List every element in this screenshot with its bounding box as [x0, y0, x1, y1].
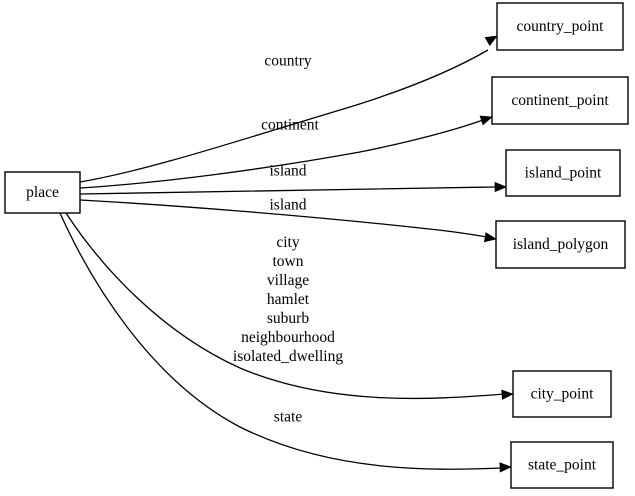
- node-label-place: place: [26, 184, 59, 201]
- node-box-island_polygon: [495, 220, 626, 269]
- edge-place-island_point-arrowhead-icon: [494, 181, 507, 193]
- node-box-state_point: [510, 441, 614, 489]
- node-label-country_point: country_point: [517, 18, 605, 35]
- edge-place-state_point-arrowhead-icon: [499, 462, 512, 473]
- node-label-state_point: state_point: [528, 457, 597, 474]
- node-place[interactable]: place: [4, 171, 81, 214]
- edge-place-city_point-arrowhead-icon: [501, 389, 514, 400]
- node-label-continent_point: continent_point: [511, 92, 609, 109]
- node-island_polygon[interactable]: island_polygon: [495, 220, 626, 269]
- node-label-city_point: city_point: [531, 386, 595, 403]
- node-box-island_point: [505, 149, 621, 197]
- edge-place-country_point[interactable]: [79, 32, 499, 183]
- edge-place-continent_point-label: continent: [261, 117, 319, 134]
- edge-place-city_point-path: [65, 212, 505, 400]
- edge-place-island_polygon-arrowhead-icon: [483, 232, 497, 243]
- node-state_point[interactable]: state_point: [510, 441, 614, 489]
- edge-place-continent_point-path: [79, 119, 484, 189]
- edge-place-island_polygon-label: island: [269, 197, 306, 214]
- edge-place-island_point-label: island: [269, 163, 306, 180]
- edge-place-state_point-label: state: [274, 409, 303, 426]
- node-city_point[interactable]: city_point: [512, 370, 612, 418]
- node-country_point[interactable]: country_point: [496, 2, 624, 51]
- nodes-layer: place country_point continent_point island_…: [4, 2, 629, 489]
- edge-place-state_point[interactable]: [59, 212, 512, 473]
- edge-place-country_point-path: [79, 49, 489, 183]
- edge-place-island_polygon-path: [79, 199, 488, 238]
- node-box-country_point: [496, 2, 624, 51]
- edge-place-state_point-path: [59, 212, 503, 470]
- node-label-island_polygon: island_polygon: [513, 236, 609, 253]
- node-box-continent_point: [491, 76, 629, 125]
- node-label-island_point: island_point: [525, 165, 602, 182]
- edges-layer: [59, 32, 514, 473]
- node-box-city_point: [512, 370, 612, 418]
- edge-place-island_polygon[interactable]: [79, 199, 497, 244]
- node-island_point[interactable]: island_point: [505, 149, 621, 197]
- node-box-place: [4, 171, 81, 214]
- edge-place-city_point[interactable]: [65, 212, 514, 400]
- edge-place-continent_point-arrowhead-icon: [479, 115, 493, 126]
- edge-place-island_point[interactable]: [79, 181, 507, 195]
- edge-place-country_point-arrowhead-icon: [484, 35, 498, 47]
- edge-place-island_point-path: [79, 186, 498, 195]
- node-continent_point[interactable]: continent_point: [491, 76, 629, 125]
- edge-place-country_point-label: country: [264, 53, 312, 70]
- edge-place-continent_point[interactable]: [79, 113, 493, 189]
